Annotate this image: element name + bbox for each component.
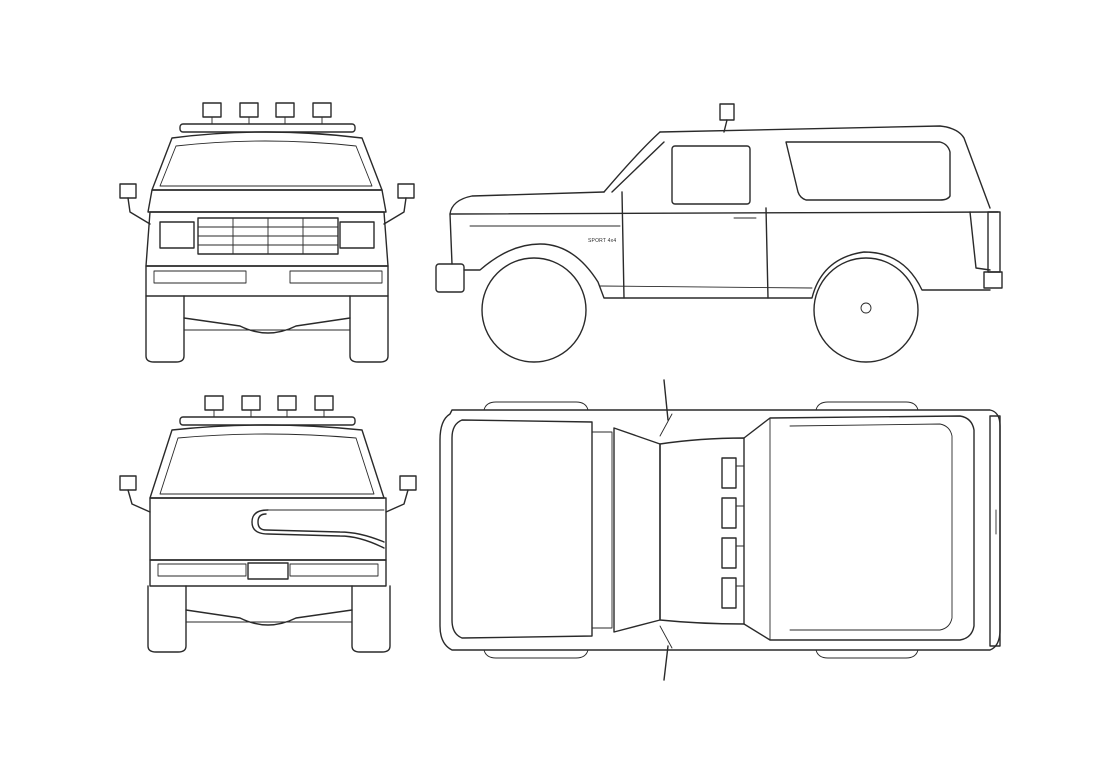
- roof-lights: [721, 457, 745, 609]
- front-wheel: [481, 257, 587, 363]
- side-mirrors: [119, 475, 417, 513]
- rear-wheel: [813, 257, 919, 363]
- roof-lights: [179, 395, 356, 426]
- fender-badge: SPORT 4x4: [588, 238, 616, 244]
- side-view: SPORT 4x4: [435, 103, 1003, 363]
- rear-view: [119, 395, 417, 653]
- roof-lights: [179, 102, 356, 133]
- front-view: [119, 102, 415, 363]
- roof-beacon: [719, 103, 735, 133]
- top-view: [439, 379, 1001, 681]
- spare-tire-carrier: [251, 509, 385, 549]
- side-mirrors: [119, 183, 415, 225]
